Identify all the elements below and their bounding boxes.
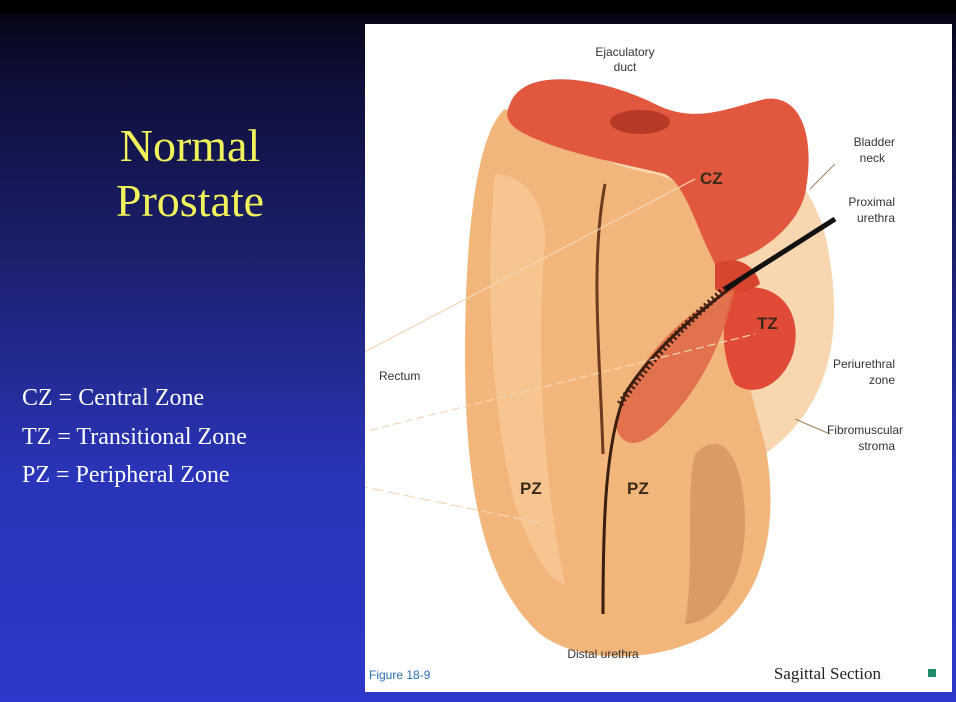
label-fibromuscular-1: Fibromuscular: [827, 423, 903, 437]
zone-label-pz-right: PZ: [627, 479, 649, 498]
label-proximal-1: Proximal: [848, 195, 895, 209]
title-line-2: Prostate: [40, 173, 340, 228]
prostate-sagittal-diagram: Ejaculatory duct Bladder neck Proximal u…: [365, 24, 952, 692]
label-bladder-2: neck: [860, 151, 886, 165]
label-proximal-2: urethra: [857, 211, 895, 225]
section-caption: Sagittal Section: [774, 664, 882, 683]
label-bladder-1: Bladder: [854, 135, 895, 149]
title-line-1: Normal: [40, 118, 340, 173]
stroma-pointer: [795, 419, 830, 434]
figure-panel: Ejaculatory duct Bladder neck Proximal u…: [365, 24, 952, 692]
top-bar: [0, 0, 956, 14]
label-fibromuscular-2: stroma: [858, 439, 895, 453]
ejaculatory-duct-opening: [610, 110, 670, 134]
zone-label-tz: TZ: [757, 314, 778, 333]
bladder-neck-pointer: [810, 164, 835, 189]
label-ejaculatory-2: duct: [614, 60, 637, 74]
zone-label-pz-left: PZ: [520, 479, 542, 498]
label-periurethral-2: zone: [869, 373, 895, 387]
figure-number: Figure 18-9: [369, 668, 431, 682]
label-rectum: Rectum: [379, 369, 420, 383]
legend-tz: TZ = Transitional Zone: [22, 424, 247, 451]
legend-pz: PZ = Peripheral Zone: [22, 462, 229, 489]
slide-title: Normal Prostate: [40, 118, 340, 228]
legend-cz: CZ = Central Zone: [22, 385, 204, 412]
caption-marker-icon: [928, 669, 936, 677]
label-distal-urethra: Distal urethra: [567, 647, 639, 661]
label-periurethral-1: Periurethral: [833, 357, 895, 371]
label-ejaculatory-1: Ejaculatory: [595, 45, 654, 59]
zone-label-cz: CZ: [700, 169, 723, 188]
